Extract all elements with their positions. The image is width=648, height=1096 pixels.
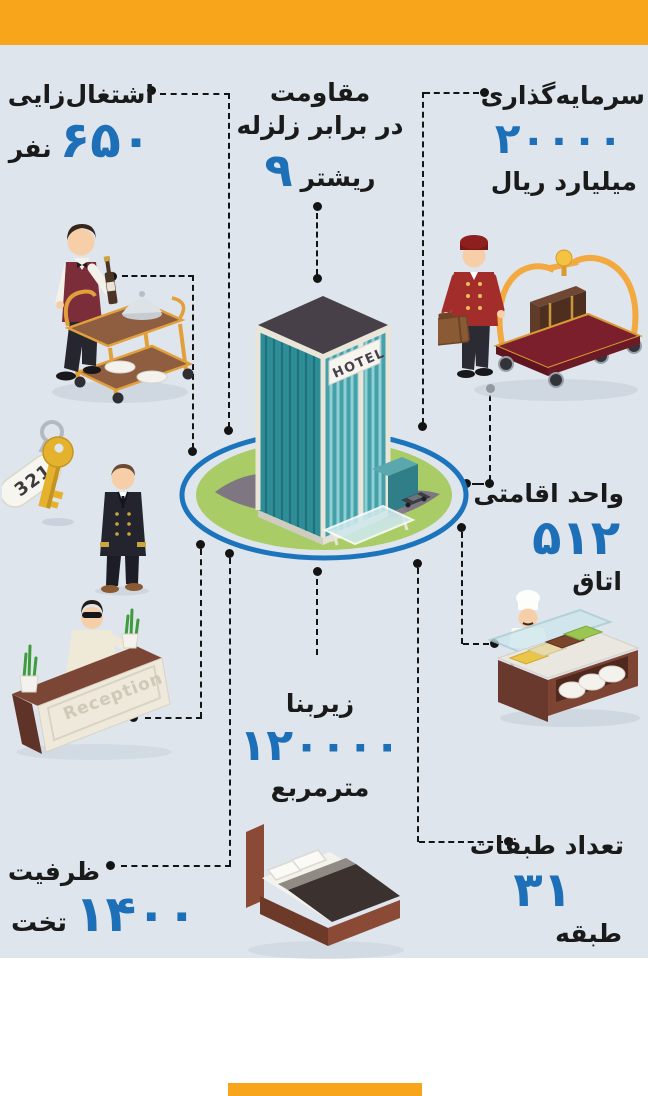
stat-rooms-unit: اتاق [572,566,622,596]
stat-capacity-unit: تخت [10,908,67,938]
stat-earthquake-label-1: مقاومت [269,78,371,107]
stat-capacity-value: ۱۴۰۰ تخت [0,888,208,941]
connector-dash [461,532,463,644]
connector-dot [147,86,156,95]
connector-dot [457,523,466,532]
stat-investment-number: ۲۰۰۰۰ [494,113,623,163]
stat-earthquake-label-2: در برابر زلزله [236,110,404,140]
stat-employment: اشتغال‌زایی [7,79,155,112]
connector-dot [313,274,322,283]
connector-dash [417,568,419,842]
connector-dash [229,558,231,866]
bottom-accent-bar [228,1083,422,1096]
stat-employment-value: ۶۵۰ نفر [0,114,160,167]
stat-investment-label: سرمایه‌گذاری [480,81,646,110]
connector-dash [316,213,318,275]
stat-area-number: ۱۲۰۰۰۰ [239,719,401,771]
top-accent-bar [0,0,648,45]
connector-dot [224,426,233,435]
doorman-illustration [95,464,149,596]
stat-capacity-number: ۱۴۰۰ [74,885,198,943]
connector-dot [196,540,205,549]
connector-dash [145,717,202,719]
stat-employment-number: ۶۵۰ [59,111,152,169]
connector-dash [192,275,194,449]
stat-investment-unit: میلیارد ریال [490,166,637,196]
connector-dot [188,447,197,456]
stat-floors-number: ۳۱ [513,861,572,918]
connector-dash [489,395,491,481]
connector-dash [122,275,194,277]
connector-dash [463,643,489,645]
stat-area-unit: مترمربع [270,772,370,802]
connector-dot [490,639,499,648]
connector-dot [313,202,322,211]
stat-investment: سرمایه‌گذاری ۲۰۰۰۰ میلیارد ریال [415,80,646,196]
stat-capacity: ظرفیت [7,856,100,889]
stat-area: زیربنا ۱۲۰۰۰۰ مترمربع [220,688,420,802]
connector-dash [200,549,202,718]
connector-dash [422,92,424,424]
connector-dot [106,861,115,870]
stat-capacity-label: ظرفیت [7,857,100,886]
bed-illustration [246,824,404,959]
stat-area-label: زیربنا [285,689,355,718]
stat-earthquake: مقاومت در برابر زلزله ریشتر ۹ [220,77,420,194]
connector-dot [462,479,471,488]
reception-desk-illustration: Reception [12,600,172,760]
connector-dash [121,865,231,867]
buffet-chef-illustration [487,590,640,727]
connector-dash [228,93,230,428]
stat-earthquake-unit: ریشتر [300,163,376,192]
connector-dot [413,559,422,568]
connector-dash [419,841,503,843]
stat-rooms-number: ۵۱۲ [532,509,620,566]
stat-floors: تعداد طبقات ۳۱ طبقه [444,830,625,948]
connector-dash [424,92,479,94]
hotel-building-illustration: HOTEL [179,296,469,561]
connector-dot [504,837,513,846]
bellhop-luggage-cart-illustration [438,235,643,401]
stat-employment-unit: نفر [8,134,52,163]
connector-dot [225,549,234,558]
stat-floors-unit: طبقه [555,918,622,948]
stat-floors-label: تعداد طبقات [469,831,625,860]
connector-dash [472,483,484,485]
connector-dot [485,479,494,488]
room-key-illustration: 321 [2,420,74,526]
connector-dash [160,93,230,95]
connector-dot [418,422,427,431]
connector-dot [313,567,322,576]
connector-dash [316,579,318,655]
connector-dot [480,88,489,97]
room-service-waiter-illustration [52,224,194,404]
stat-employment-label: اشتغال‌زایی [7,80,155,109]
stat-earthquake-number: ۹ [264,143,293,197]
stat-rooms-label: واحد اقامتی [473,479,624,508]
stat-rooms: واحد اقامتی ۵۱۲ اتاق [444,478,624,596]
